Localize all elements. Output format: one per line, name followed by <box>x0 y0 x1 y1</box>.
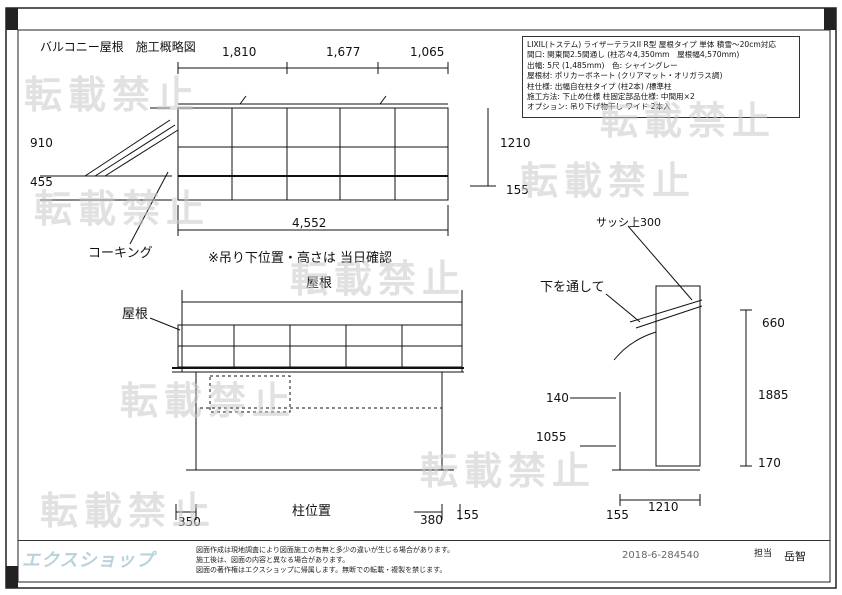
drawing-code: 2018-6-284540 <box>622 550 700 561</box>
spec-line: オプション: 吊り下げ物干し ワイド 2本入 <box>527 102 671 112</box>
front-roof-top-label: 屋根 <box>306 276 333 291</box>
plan-width-3: 1,065 <box>410 45 445 59</box>
front-bottom-dim-1: 350 <box>178 515 201 529</box>
hanging-note: ※吊り下位置・高さは 当日確認 <box>208 251 393 266</box>
spec-line: 施工方法: 下止め仕様 柱固定部品仕様: 中間用×2 <box>527 92 695 102</box>
side-right-dim-1: 660 <box>762 316 785 330</box>
plan-width-2: 1,677 <box>326 45 361 59</box>
footer-note-1: 図面作成は現地調査により図面施工の有無と多少の違いが生じる場合があります。 <box>196 546 455 554</box>
footer-note-2: 施工後は、図面の内容と異なる場合があります。 <box>196 556 350 564</box>
spec-line: 屋根材: ポリカーボネート (クリアマット・オリガラス調) <box>527 71 723 81</box>
plan-left-dim-2: 455 <box>30 175 53 189</box>
spec-line: LIXIL(トステム) ライザーテラスII R型 屋根タイプ 単体 積雪〜20c… <box>527 40 776 49</box>
side-right-dim-3: 170 <box>758 456 781 470</box>
post-position-label: 柱位置 <box>292 504 332 519</box>
side-bottom-dim-1: 155 <box>606 508 629 522</box>
spec-line: 間口: 関東間2.5間通し (柱芯々4,350mm 屋根幅4,570mm) <box>527 50 740 60</box>
side-bottom-dim-2: 1210 <box>648 500 679 514</box>
author-name: 岳智 <box>784 550 806 563</box>
spec-box: LIXIL(トステム) ライザーテラスII R型 屋根タイプ 単体 積雪〜20c… <box>522 36 800 118</box>
side-left-dim-1: 140 <box>546 391 569 405</box>
side-left-dim-2: 1055 <box>536 430 567 444</box>
front-bottom-dim-2: 380 <box>420 513 443 527</box>
footer-bar <box>18 540 830 585</box>
plan-width-1: 1,810 <box>222 45 257 59</box>
plan-total-width: 4,552 <box>292 216 327 230</box>
plan-left-dim-1: 910 <box>30 136 53 150</box>
brand-logo: エクスショップ <box>22 550 155 571</box>
footer-note-3: 図面の著作権はエクスショップに帰属します。無断での転載・複製を禁じます。 <box>196 566 447 574</box>
front-roof-side-label: 屋根 <box>122 307 149 322</box>
side-right-dim-2: 1885 <box>758 388 789 402</box>
caulking-label: コーキング <box>88 246 153 261</box>
front-bottom-dim-3: 155 <box>456 508 479 522</box>
stamp-label: 担当 <box>754 549 773 559</box>
sash-label: サッシ上300 <box>596 216 661 229</box>
plan-right-dim-2: 155 <box>506 183 529 197</box>
plan-right-dim-1: 1210 <box>500 136 531 150</box>
pass-under-label: 下を通して <box>540 280 605 295</box>
drawing-title: バルコニー屋根 施工概略図 <box>40 40 196 54</box>
spec-line: 柱仕様: 出幅自在柱タイプ (柱2本) /標準柱 <box>527 81 672 91</box>
spec-line: 出幅: 5尺 (1,485mm) 色: シャイングレー <box>527 60 678 70</box>
